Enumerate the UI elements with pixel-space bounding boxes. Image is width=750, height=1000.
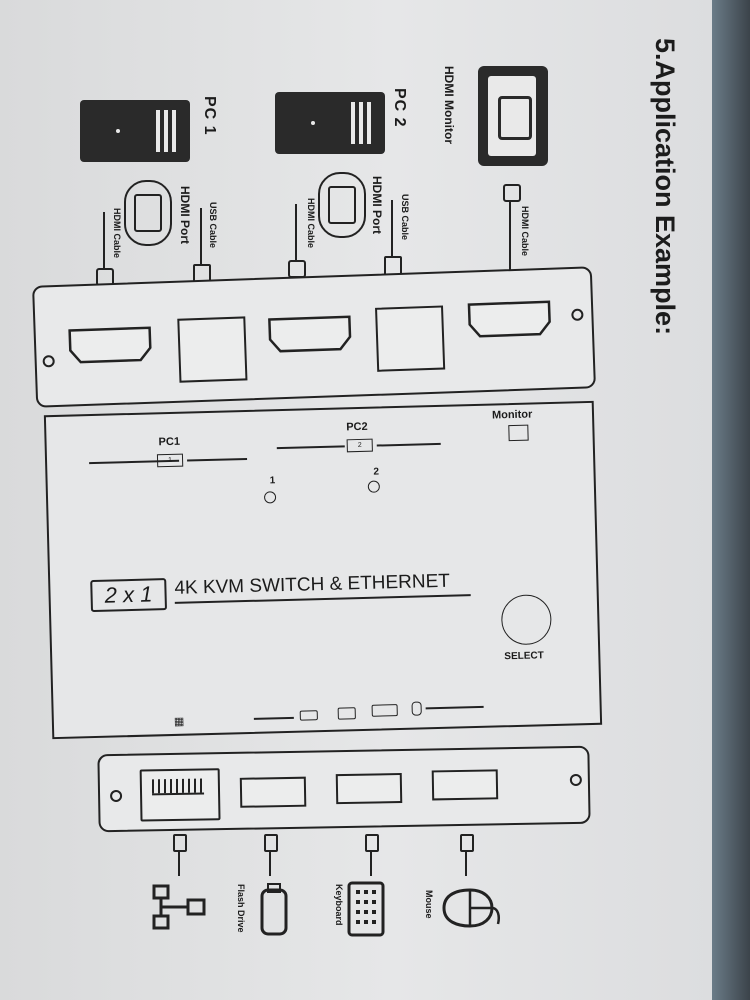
usb-b-port-pc1 (177, 316, 248, 383)
ethernet-plug-icon (173, 834, 187, 852)
divider-line (425, 705, 484, 709)
pc2-label: PC 2 (391, 88, 408, 128)
pc1-usb-cable-label: USB Cable (208, 202, 218, 249)
flash-drive-label: Flash Drive (236, 884, 246, 933)
monitor-icon (508, 424, 529, 442)
mouse-cable-line (465, 850, 467, 876)
pc1-label: PC 1 (201, 96, 218, 136)
screw-icon (569, 773, 582, 787)
section-title: 5.Application Example: (650, 38, 680, 336)
pc1-usb-line (200, 208, 202, 264)
monitor-label: HDMI Monitor (442, 66, 456, 144)
keyboard-icon (347, 881, 385, 937)
model-badge: 2 x 1 (90, 578, 167, 613)
mouse-icon (442, 888, 500, 928)
front-panel (97, 745, 591, 833)
select-button[interactable] (500, 594, 553, 646)
led-1-indicator (263, 491, 277, 504)
rear-panel (32, 266, 596, 408)
pc2-port-label: PC2 (346, 420, 368, 434)
screw-icon (109, 789, 123, 803)
usb-port-mouse (431, 769, 499, 801)
usb-plug-icon (365, 834, 379, 852)
led-1-label: 1 (269, 475, 276, 487)
usb-plug-icon (460, 834, 474, 852)
keyboard-cable-line (370, 850, 372, 876)
pc2-usb-line (391, 200, 393, 256)
pc1-hdmi-port-label: HDMI Port (178, 186, 192, 244)
divider-line (276, 445, 345, 449)
pc2-hdmi-port-icon (318, 172, 366, 238)
ethernet-port (139, 768, 221, 822)
pc1-hdmi-cable-label: HDMI Cable (112, 208, 122, 259)
usb-port-flash (239, 776, 307, 808)
led-2-label: 2 (373, 466, 380, 478)
hdmi-port-pc2 (268, 315, 352, 353)
mouse-icon (411, 701, 422, 716)
pc2-hdmi-line (295, 204, 297, 260)
flash-drive-icon (260, 883, 288, 936)
divider-line (253, 716, 294, 720)
flash-cable-line (269, 850, 271, 876)
led-2-indicator (367, 480, 380, 493)
ethernet-cable-line (178, 850, 180, 876)
hdmi-plug-icon (288, 260, 306, 278)
pc1-hdmi-badge: 1 (156, 453, 184, 468)
usb-port-keyboard (335, 772, 403, 805)
divider-line (187, 457, 248, 462)
network-icon: ▦ (173, 715, 185, 728)
background-edge (712, 0, 750, 1000)
pc1-hdmi-port-icon (124, 180, 172, 246)
monitor-port-label: Monitor (491, 408, 533, 422)
divider-line (376, 442, 441, 447)
mouse-label: Mouse (424, 890, 434, 919)
printer-icon (337, 707, 356, 720)
flash-drive-icon (299, 710, 318, 721)
pc1-port-label: PC1 (158, 435, 181, 449)
hdmi-port-monitor (467, 300, 551, 338)
screw-icon (571, 308, 584, 322)
monitor-icon (478, 66, 548, 166)
pc2-hdmi-badge: 2 (346, 438, 373, 453)
monitor-hdmi-cable-label: HDMI Cable (520, 206, 530, 257)
pc1-hdmi-line (103, 212, 105, 268)
keyboard-label: Keyboard (334, 884, 344, 926)
hdmi-port-pc1 (68, 326, 152, 364)
select-button-label: SELECT (504, 650, 544, 663)
network-icon (152, 884, 206, 930)
keyboard-icon (371, 704, 398, 717)
hdmi-plug-icon (503, 184, 521, 202)
monitor-cable-line (509, 200, 511, 270)
usb-plug-icon (264, 834, 278, 852)
pc2-usb-cable-label: USB Cable (400, 194, 410, 241)
usb-b-port-pc2 (375, 305, 446, 372)
kvm-switch-body: PC1 1 PC2 2 Monitor 1 2 2 x 1 4K KVM SWI… (43, 400, 603, 740)
pc2-hdmi-cable-label: HDMI Cable (306, 198, 316, 249)
pc2-hdmi-port-label: HDMI Port (370, 176, 384, 234)
pc2-tower-icon (275, 92, 385, 154)
pc1-tower-icon (80, 100, 190, 162)
screw-icon (42, 355, 55, 368)
